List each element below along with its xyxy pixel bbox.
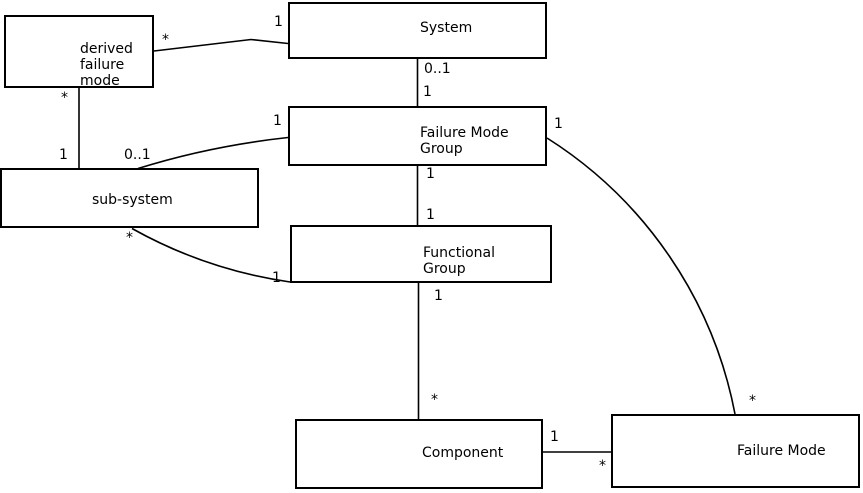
multiplicity-fmg-failuremode-source: 1 [554,116,563,132]
connector-dfm-system [153,38,289,52]
multiplicity-fmg-failuremode-target: * [749,393,756,409]
multiplicity-subsystem-fg-source: * [126,230,133,246]
multiplicity-fmg-fg-target: 1 [426,207,435,223]
multiplicity-dfm-subsystem-source: * [61,90,68,106]
multiplicity-subsystem-fmg-source: 0..1 [124,147,151,163]
node-sub-system-label: sub-system [92,192,173,208]
multiplicity-dfm-subsystem-target: 1 [59,147,68,163]
multiplicity-fmg-fg-source: 1 [426,166,435,182]
multiplicity-fg-component-target: * [431,392,438,408]
node-failure-mode: Failure Mode [611,414,860,488]
node-component: Component [295,419,543,489]
connector-fmg-failuremode [546,137,736,415]
node-derived-failure-mode: derived failure mode [4,15,154,89]
multiplicity-dfm-system-target: 1 [274,14,283,30]
node-functional-group: Functional Group [290,225,552,283]
node-derived-failure-mode-label: derived failure mode [80,41,133,89]
node-functional-group-label: Functional Group [423,245,496,277]
node-failure-mode-group: Failure Mode Group [288,106,547,166]
multiplicity-component-failuremode-source: 1 [550,429,559,445]
connector-subsystem-fmg [137,136,289,170]
multiplicity-subsystem-fg-target: 1 [272,270,281,286]
node-component-label: Component [422,445,504,461]
node-failure-mode-label: Failure Mode [737,443,826,459]
multiplicity-fg-component-source: 1 [434,288,443,304]
multiplicity-subsystem-fmg-target: 1 [273,113,282,129]
node-failure-mode-group-label: Failure Mode Group [420,125,509,157]
multiplicity-component-failuremode-target: * [599,458,606,474]
multiplicity-system-fmg-source: 0..1 [424,61,451,77]
multiplicity-system-fmg-target: 1 [423,84,432,100]
node-system-label: System [420,20,473,36]
connector-subsystem-fg [131,227,291,283]
multiplicity-dfm-system-source: * [162,32,169,48]
node-sub-system: sub-system [0,168,259,228]
node-system: System [288,2,547,59]
